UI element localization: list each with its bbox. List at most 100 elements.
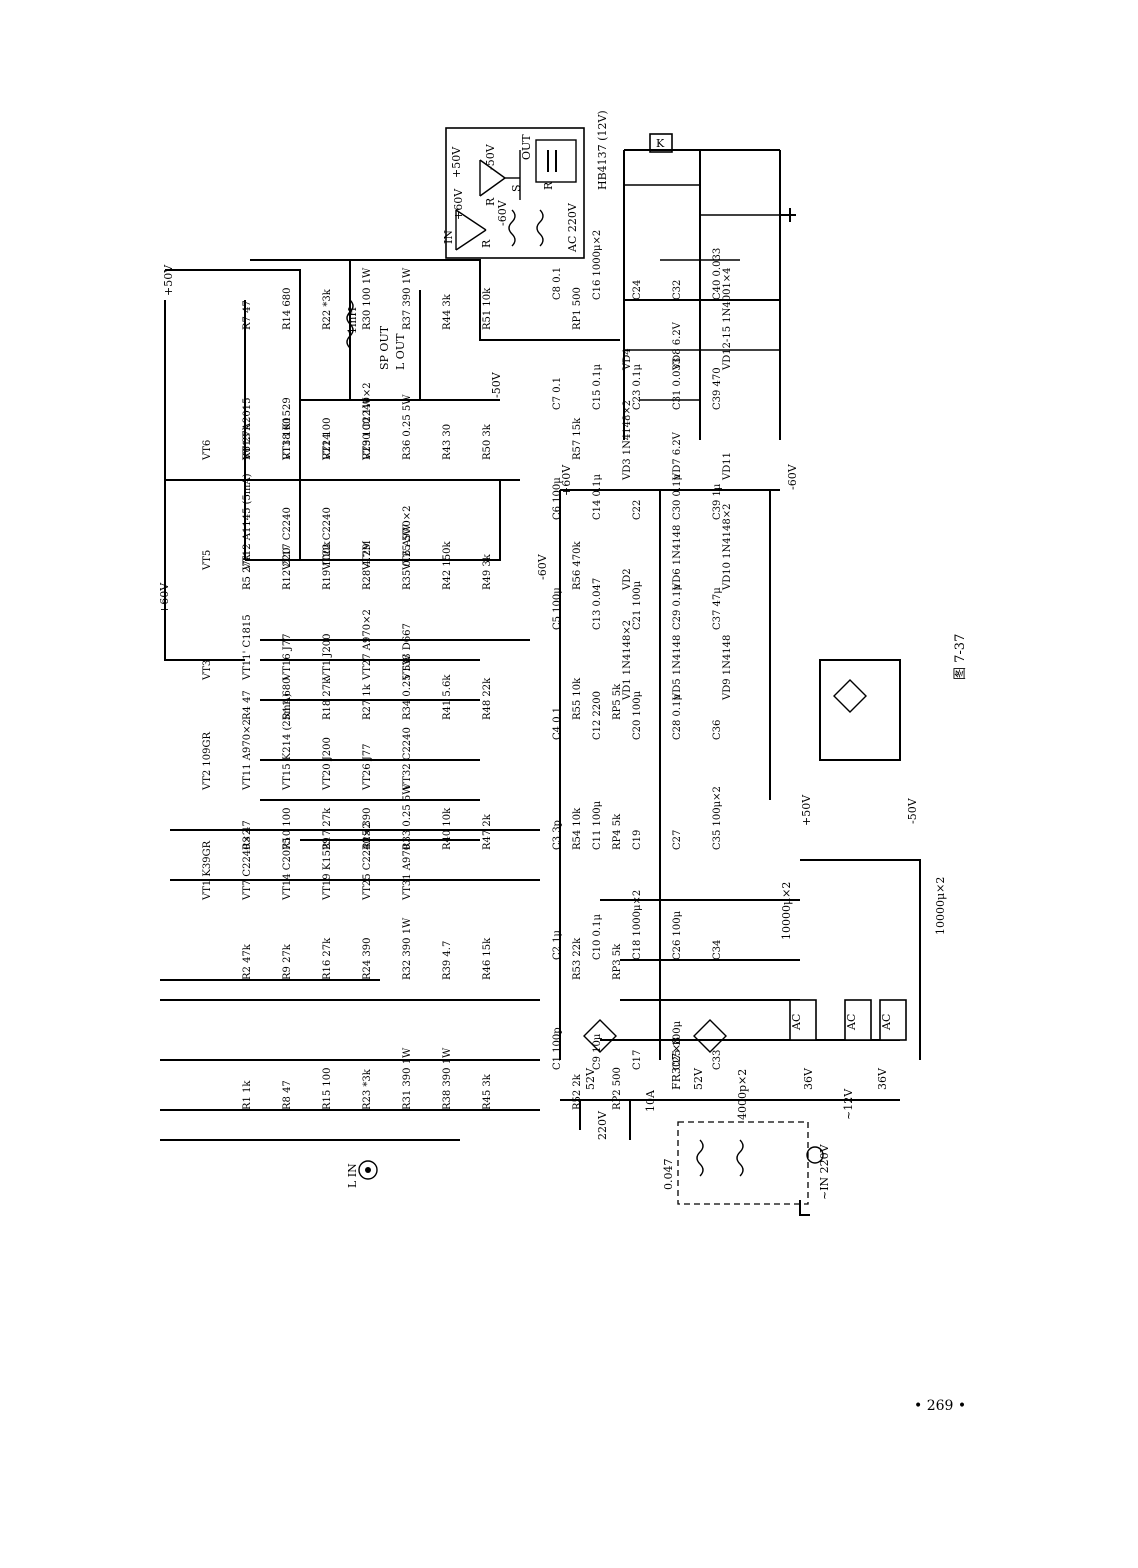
resistor-label: R4 47 xyxy=(242,690,253,720)
power-supply: AC AC AC 52V 52V 36V 36V 220V 10A 0.047 … xyxy=(579,679,947,1216)
resistor-label: R45 3k xyxy=(482,1073,493,1110)
transistor-label: VT22 C2240 xyxy=(322,507,333,571)
rail-minus50: -50V xyxy=(490,371,503,398)
resistor-label: R12 220 xyxy=(282,547,293,590)
transistor-label: VT1 J200 xyxy=(322,633,333,681)
transistor-label: VT20 J200 xyxy=(322,737,333,791)
capacitor-label: C33 xyxy=(712,1050,723,1070)
resistor-label: R8 47 xyxy=(282,1080,293,1110)
page-number: • 269 • xyxy=(914,1398,967,1414)
resistor-label: R19 100k xyxy=(322,540,333,590)
transistor-label: VT11' C1815 xyxy=(242,614,253,681)
resistor-label: R14 680 xyxy=(282,287,293,330)
resistor-label: R46 15k xyxy=(482,937,493,980)
diode-label: VD12-15 1N4001×4 xyxy=(722,267,733,371)
inset-label-r1: R xyxy=(480,239,493,248)
diode-label: VD2 xyxy=(622,568,633,591)
capacitor-label: C17 xyxy=(632,1050,643,1070)
output-stage xyxy=(160,259,921,1141)
capacitor-label: C39 470 xyxy=(712,367,723,410)
diode-label: VD6 1N4148 xyxy=(672,525,683,591)
transistor-label: VT6 A970×2 xyxy=(402,506,413,571)
ac-block-1 xyxy=(789,999,817,1041)
rail-plus50-top: +50V xyxy=(162,264,175,296)
resistor-label: R37 390 1W xyxy=(402,267,413,330)
capacitor-label: C20 100μ xyxy=(632,690,643,740)
capacitor-label: C34 xyxy=(712,940,723,960)
emi-c-label: 0.047 xyxy=(662,1159,675,1191)
transistor-label: VT13 A2015 xyxy=(242,398,253,461)
diode-label: VD7 6.2V xyxy=(672,431,683,481)
trans-36-b: 36V xyxy=(876,1067,889,1090)
resistor-label: R55 10k xyxy=(572,677,583,720)
resistor-label: R50 3k xyxy=(482,423,493,460)
input-section: L IN xyxy=(346,1160,378,1188)
transistor-label: VT24 xyxy=(322,433,333,461)
capacitor-label: C25 100μ xyxy=(672,1020,683,1070)
capacitor-label: C39 1μ xyxy=(712,483,723,520)
capacitor-label: C31 0.033 xyxy=(672,358,683,410)
transistor-label: VT6 xyxy=(202,440,213,461)
capacitor-label: C4 0.1 xyxy=(552,707,563,740)
inset-label-r3: R xyxy=(542,181,555,190)
transistor-label: VT1 K39GR xyxy=(202,840,213,901)
rail-minus50-right: -50V xyxy=(906,797,919,824)
capacitor-label: C21 100μ xyxy=(632,580,643,630)
capacitor-label: C24 xyxy=(632,280,643,300)
inset-label-m50: -50V xyxy=(484,143,497,170)
inset-label-ac: AC 220V xyxy=(566,202,579,253)
figure-caption: 图 7-37 xyxy=(953,634,968,680)
resistor-label: R56 470k xyxy=(572,540,583,590)
trans-36-a: 36V xyxy=(802,1067,815,1090)
filter-caps-label-2: 10000μ×2 xyxy=(934,877,947,935)
inset-diagram: IN +60V +50V -50V -60V R R S OUT R AC 22… xyxy=(442,127,585,259)
resistor-label: R22 *3k xyxy=(322,288,333,330)
bridge-rectifier-2 xyxy=(693,1019,727,1053)
bridge-rectifier-3 xyxy=(833,679,867,713)
resistor-label: R9 27k xyxy=(282,943,293,980)
resistor-label: R15 100 xyxy=(322,1067,333,1110)
input-label: L IN xyxy=(346,1163,359,1188)
resistor-label: R44 3k xyxy=(442,293,453,330)
transistor-label: VT18 K1529 xyxy=(282,397,293,461)
bridge-rectifier-1 xyxy=(583,1019,617,1053)
resistor-label: RP2 500 xyxy=(612,1067,623,1110)
transistor-label: VT2 109GR xyxy=(202,731,213,791)
resistor-label: R13 100 xyxy=(282,417,293,460)
resistor-label: R43 30 xyxy=(442,424,453,460)
inset-label-m60: -60V xyxy=(496,199,509,226)
capacitor-label: C10 0.1μ xyxy=(592,914,603,960)
resistor-label: R2 47k xyxy=(242,943,253,980)
capacitor-label: C11 100μ xyxy=(592,800,603,850)
capacitor-label: C9 10μ xyxy=(592,1033,603,1070)
diode-label: VD11 xyxy=(722,452,733,481)
capacitor-label: C22 xyxy=(632,500,643,520)
capacitor-label: C19 xyxy=(632,830,643,850)
l-out-label: L OUT xyxy=(394,333,407,370)
inset-label-p50: +50V xyxy=(450,146,463,178)
transistor-label: VT19 K1529 xyxy=(322,837,333,901)
transistor-label: VT7 C2240×2 xyxy=(242,829,253,901)
transistor-label: VT16 J77 xyxy=(282,633,293,681)
ac-block-2 xyxy=(844,999,872,1041)
resistor-label: R28 4.7M xyxy=(362,540,373,590)
resistor-label: R51 10k xyxy=(482,287,493,330)
resistor-label: R17 27k xyxy=(322,807,333,850)
filter-caps-label: 10000μ×2 xyxy=(780,882,793,940)
resistor-label: RP4 5k xyxy=(612,813,623,850)
capacitor-label: C6 100μ xyxy=(552,477,563,520)
resistor-label: R23 *3k xyxy=(362,1068,373,1110)
inset-label-s: S xyxy=(510,184,523,192)
capacitor-label: C28 0.1μ xyxy=(672,694,683,740)
relay-coil xyxy=(649,133,673,153)
ac-in-label: ~IN 220V xyxy=(818,1143,831,1200)
resistor-label: R29 100 1W xyxy=(362,397,373,460)
resistor-label: R41 5.6k xyxy=(442,674,453,720)
transistor-label: VT15 K214 (25mA) xyxy=(282,693,293,791)
capacitor-label: C16 1000μ×2 xyxy=(592,230,603,300)
transistor-label: VT11 A970×2 xyxy=(242,719,253,791)
diode-label: VD3 1N4148×2 xyxy=(622,400,633,481)
capacitor-label: C8 0.1 xyxy=(552,267,563,300)
sp-out-label: SP OUT xyxy=(378,325,391,370)
resistor-label: RP3 5k xyxy=(612,943,623,980)
